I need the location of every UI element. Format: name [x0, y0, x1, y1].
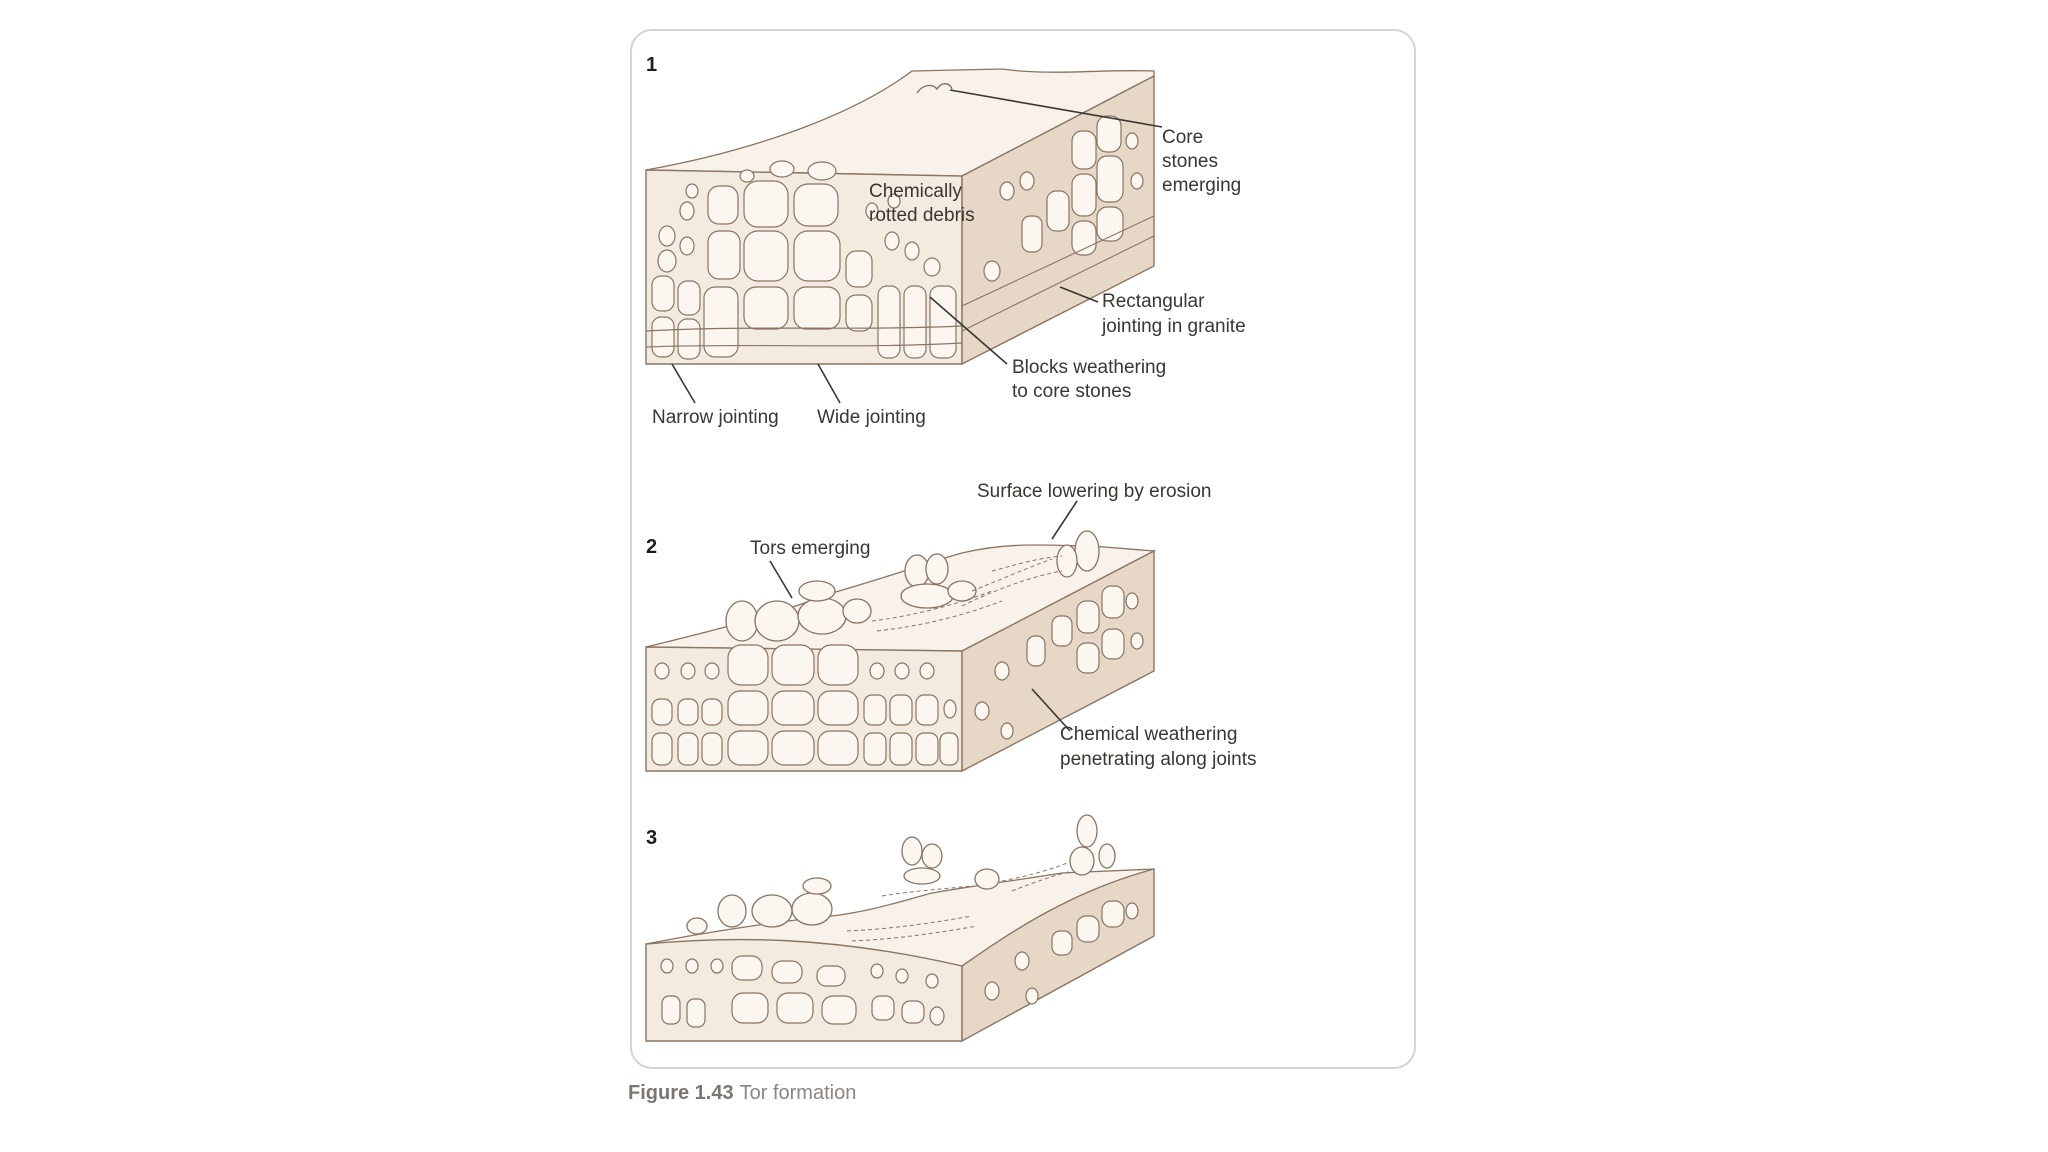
wide-jointing-leader [817, 363, 841, 404]
stage-1-core-stone-outcrop [916, 83, 953, 94]
surface-lowering-leader [1051, 500, 1078, 540]
stage-2-tors-right [1056, 530, 1100, 578]
stage-3-number: 3 [646, 827, 657, 849]
stage-2-side-stones [974, 585, 1144, 740]
stage-2-front-stones [651, 644, 959, 766]
core-stones-leader [949, 89, 1163, 128]
label-chem-weathering-2: penetrating along joints [1060, 749, 1256, 770]
label-wide-jointing: Wide jointing [817, 407, 926, 428]
stage-3-block [645, 814, 1155, 1043]
rect-jointing-leader [1059, 286, 1099, 303]
stage-1-block [645, 68, 1155, 366]
label-chem-weathering-1: Chemical weathering [1060, 724, 1237, 745]
label-surface-lowering: Surface lowering by erosion [977, 481, 1211, 502]
label-rotted-debris-2: rotted debris [869, 205, 975, 226]
stage-2-tors-centre [900, 553, 977, 609]
stage-2-erosion-dashes [871, 555, 1063, 632]
stage-3-erosion-dashes [846, 862, 1073, 942]
label-blocks-2: to core stones [1012, 381, 1131, 402]
stage-2-number: 2 [646, 536, 657, 558]
label-core-stones-2: stones [1162, 151, 1218, 172]
label-core-stones-1: Core [1162, 127, 1203, 148]
label-core-stones-3: emerging [1162, 175, 1241, 196]
label-rotted-debris-1: Chemically [869, 181, 962, 202]
tors-emerging-leader [769, 560, 793, 599]
label-narrow-jointing: Narrow jointing [652, 407, 779, 428]
stage-2-block [645, 530, 1157, 773]
stage-1-side-stones [961, 115, 1155, 332]
stage-2-tors-left [725, 580, 872, 642]
stage-3-front-stones [660, 955, 945, 1028]
stage-1-top-surface [645, 68, 1155, 177]
caption-text: Tor formation [739, 1082, 857, 1104]
label-rect-jointing-1: Rectangular [1102, 291, 1205, 312]
stage-1-number: 1 [646, 54, 657, 76]
blocks-leader [929, 296, 1008, 365]
chem-weathering-leader [1031, 688, 1071, 732]
tor-formation-diagram: 1 Core stones emerging Chemically rotted… [645, 54, 1256, 1043]
label-tors-emerging: Tors emerging [750, 538, 870, 559]
label-blocks-1: Blocks weathering [1012, 357, 1166, 378]
stage-3-tors [686, 814, 1116, 935]
caption-number: Figure 1.43 [628, 1082, 734, 1104]
narrow-jointing-leader [671, 363, 696, 404]
stage-1-front-stones [645, 160, 963, 360]
stage-3-side-stones [984, 900, 1139, 1005]
figure-frame: 1 Core stones emerging Chemically rotted… [630, 29, 1416, 1069]
label-rect-jointing-2: jointing in granite [1101, 316, 1246, 337]
